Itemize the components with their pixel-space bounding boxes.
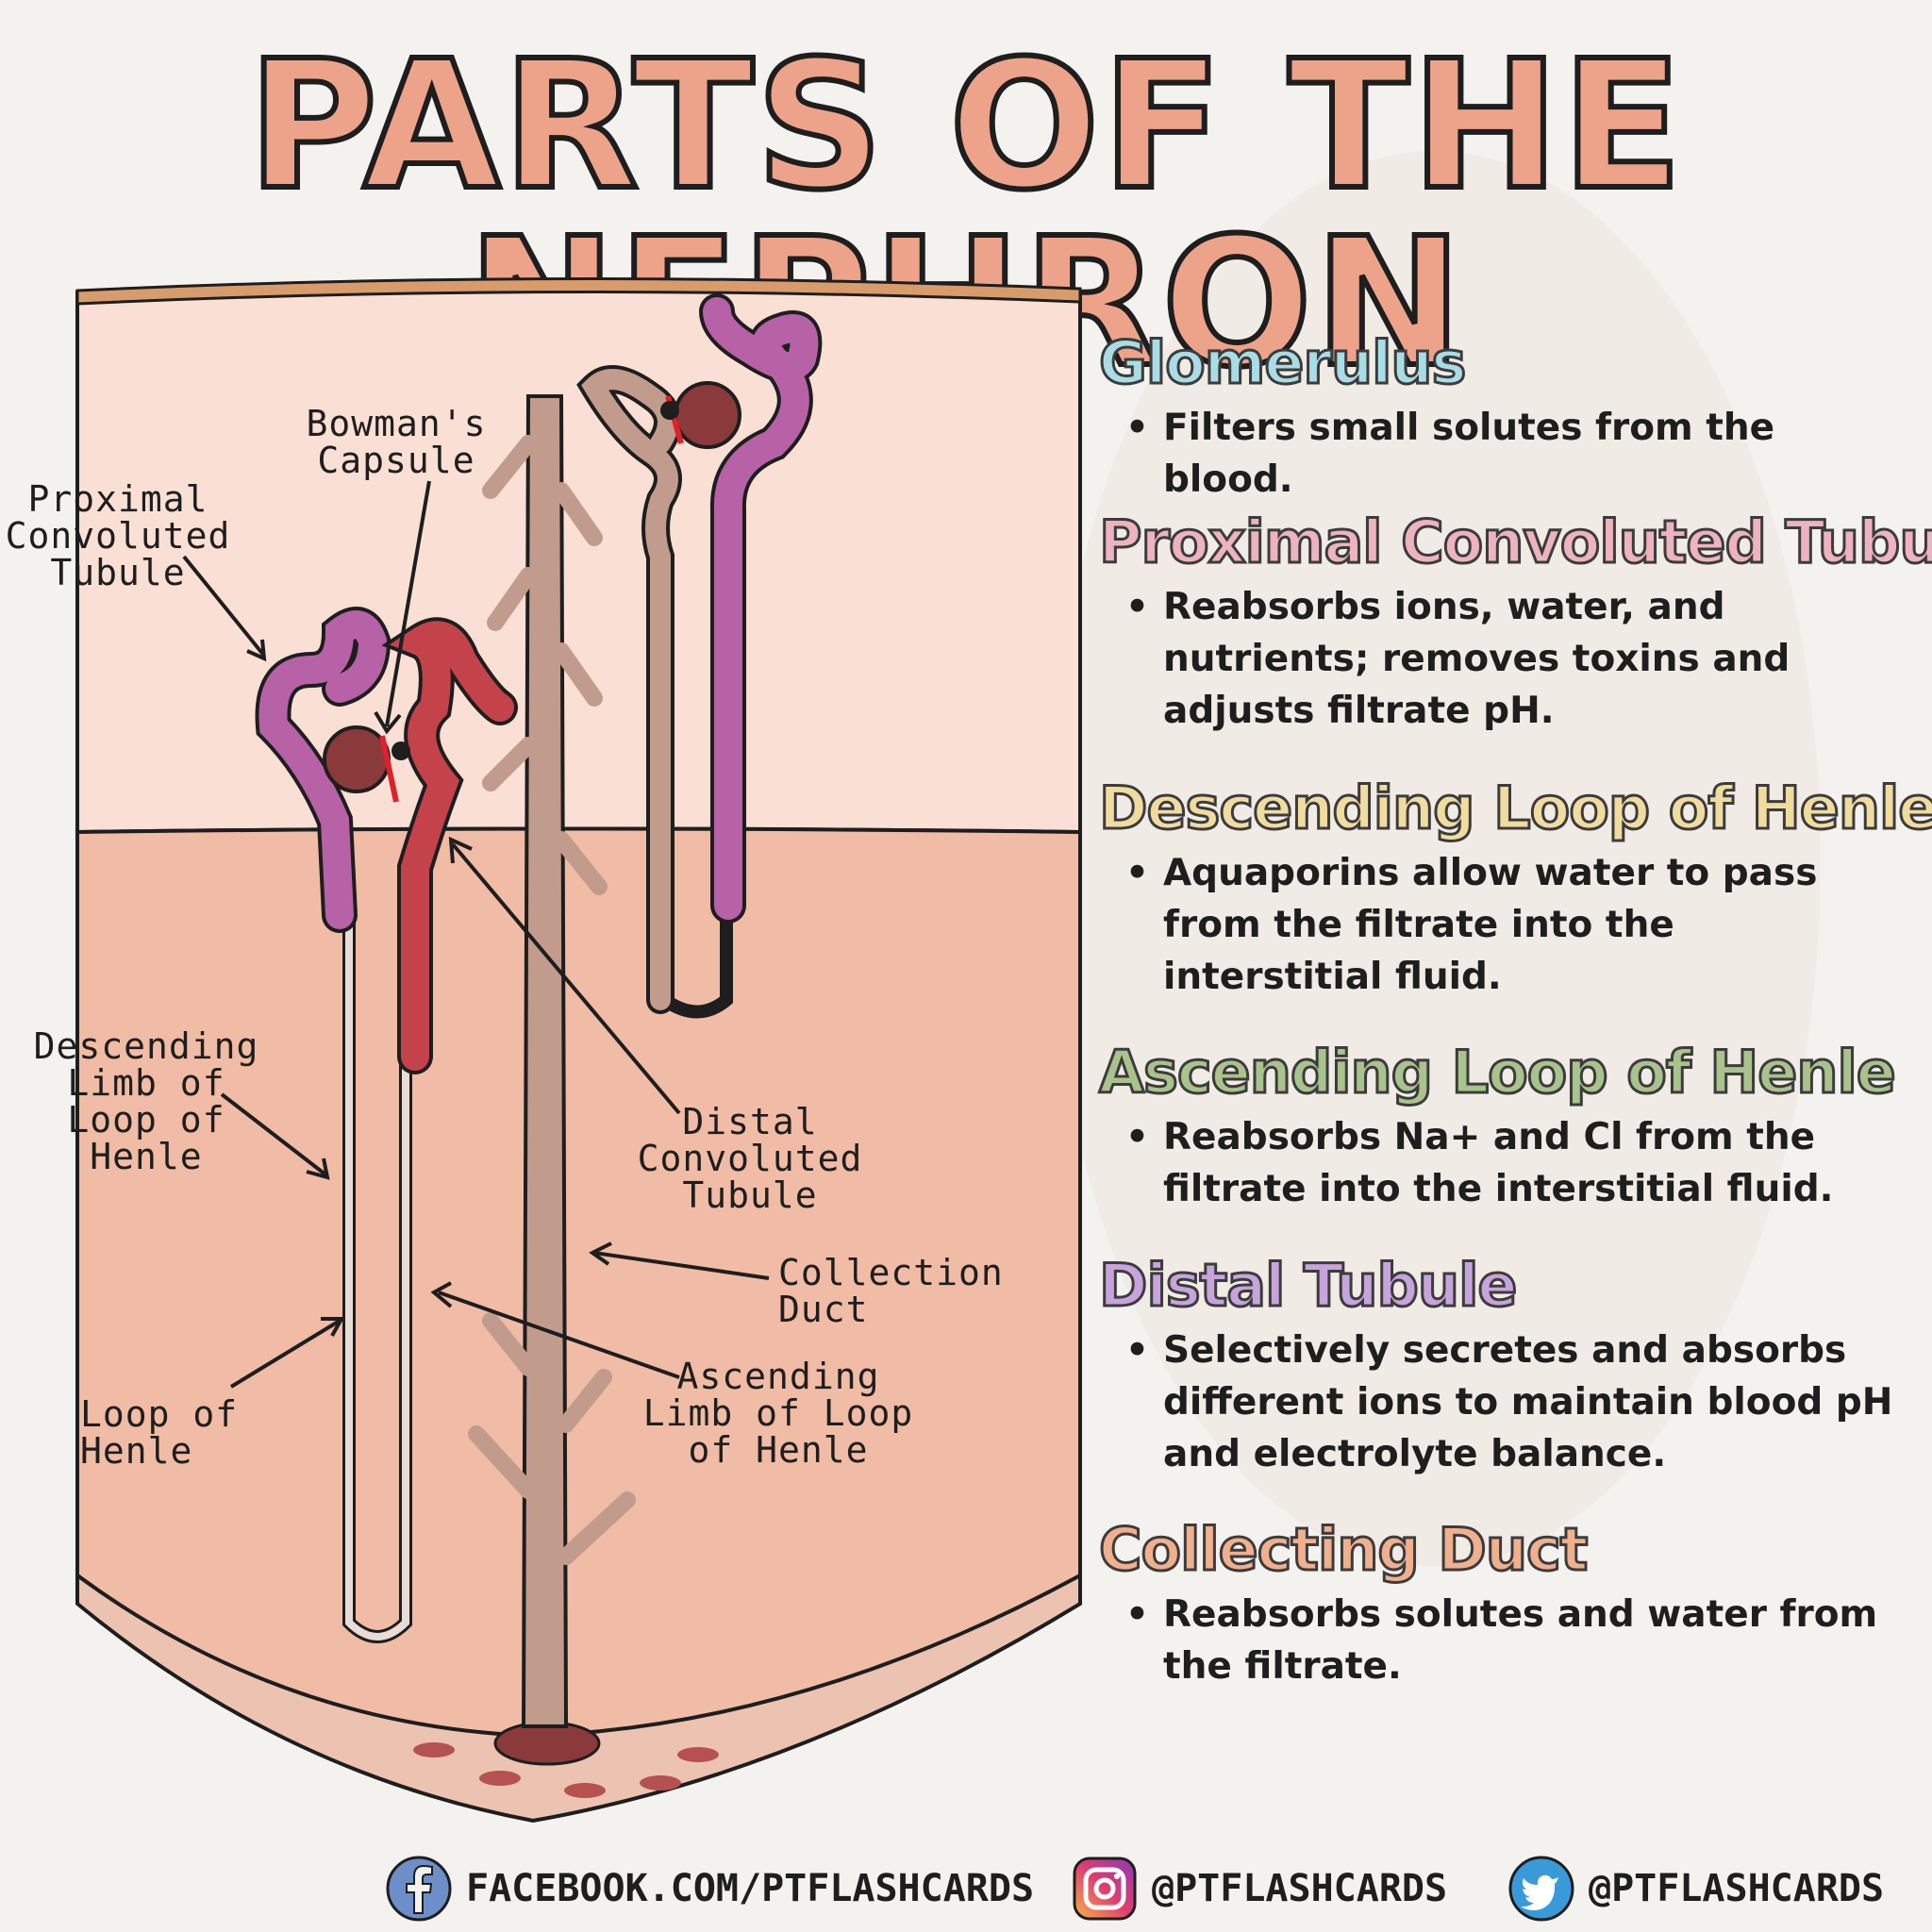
section-text: Selectively secretes and absorbs differe…: [1163, 1329, 1893, 1475]
section-text: Aquaporins allow water to pass from the …: [1163, 852, 1818, 998]
twitter-text: @PTFLASHCARDS: [1589, 1867, 1885, 1910]
section-text: Filters small solutes from the blood.: [1163, 407, 1775, 501]
bullet: •: [1125, 852, 1149, 894]
section-glomerulus: Glomerulus • Filters small solutes from t…: [1098, 328, 1920, 506]
label-ascending-limb: Ascending Limb of Loop of Henle: [642, 1356, 914, 1471]
section-title: Collecting Duct: [1098, 1515, 1590, 1584]
section-pct: Proximal Convoluted Tubule • Reabsorbs io…: [1098, 508, 1932, 737]
section-title: Descending Loop of Henle: [1098, 774, 1932, 842]
bullet: •: [1125, 407, 1149, 449]
bowmans-capsule-right: [674, 381, 741, 449]
section-title: Ascending Loop of Henle: [1098, 1038, 1898, 1107]
section-text: Reabsorbs ions, water, and nutrients; re…: [1163, 586, 1790, 732]
instagram-icon: [1073, 1857, 1137, 1921]
label-distal-convoluted-tubule: Distal Convoluted Tubule: [637, 1101, 863, 1216]
bowmans-capsule-left: [323, 725, 391, 793]
nephron-illustration: [75, 276, 1082, 1824]
twitter-icon: [1508, 1856, 1574, 1922]
nephron-diagram: Bowman's Capsule Proximal Convoluted Tub…: [0, 255, 1094, 1830]
label-collection-duct: Collection Duct: [778, 1252, 1004, 1330]
bullet: •: [1125, 1329, 1149, 1372]
label-loop-of-henle: Loop of Henle: [80, 1393, 239, 1472]
section-title: Glomerulus: [1098, 328, 1468, 397]
page-title: PARTS OF THE NEPHRON: [244, 23, 1685, 395]
facebook-icon: [386, 1856, 452, 1922]
bullet: •: [1125, 1116, 1149, 1158]
facebook-link[interactable]: FACEBOOK.COM/PTFLASHCARDS: [385, 1851, 1034, 1926]
collecting-duct: [521, 394, 569, 1728]
capsule-band: [75, 276, 1082, 306]
section-collecting: Collecting Duct • Reabsorbs solutes and w…: [1098, 1515, 1920, 1692]
label-proximal-convoluted-tubule: Proximal Convoluted Tubule: [5, 478, 231, 593]
section-text: Reabsorbs Na+ and Cl from the filtrate i…: [1163, 1116, 1834, 1210]
bullet: •: [1125, 586, 1149, 628]
instagram-text: @PTFLASHCARDS: [1152, 1867, 1448, 1910]
section-title: Proximal Convoluted Tubule: [1098, 508, 1932, 576]
twitter-link[interactable]: @PTFLASHCARDS: [1507, 1851, 1884, 1926]
label-bowmans-capsule: Bowman's Capsule: [306, 403, 487, 481]
section-distal: Distal Tubule • Selectively secretes and …: [1098, 1251, 1920, 1480]
section-descending: Descending Loop of Henle • Aquaporins all…: [1098, 774, 1932, 1003]
section-ascending: Ascending Loop of Henle • Reabsorbs Na+ a…: [1098, 1038, 1920, 1215]
facebook-text: FACEBOOK.COM/PTFLASHCARDS: [466, 1867, 1035, 1910]
label-descending-limb: Descending Limb of Loop of Henle: [33, 1025, 259, 1177]
footer: FACEBOOK.COM/PTFLASHCARDS @PTFLASHCARDS …: [0, 1851, 1932, 1926]
background-watermark: [1047, 151, 1821, 1566]
bullet: •: [1125, 1593, 1149, 1636]
instagram-link[interactable]: @PTFLASHCARDS: [1071, 1851, 1447, 1926]
renal-pelvis: [75, 1572, 1082, 1824]
section-title: Distal Tubule: [1098, 1251, 1519, 1320]
section-text: Reabsorbs solutes and water from the fil…: [1163, 1593, 1878, 1688]
